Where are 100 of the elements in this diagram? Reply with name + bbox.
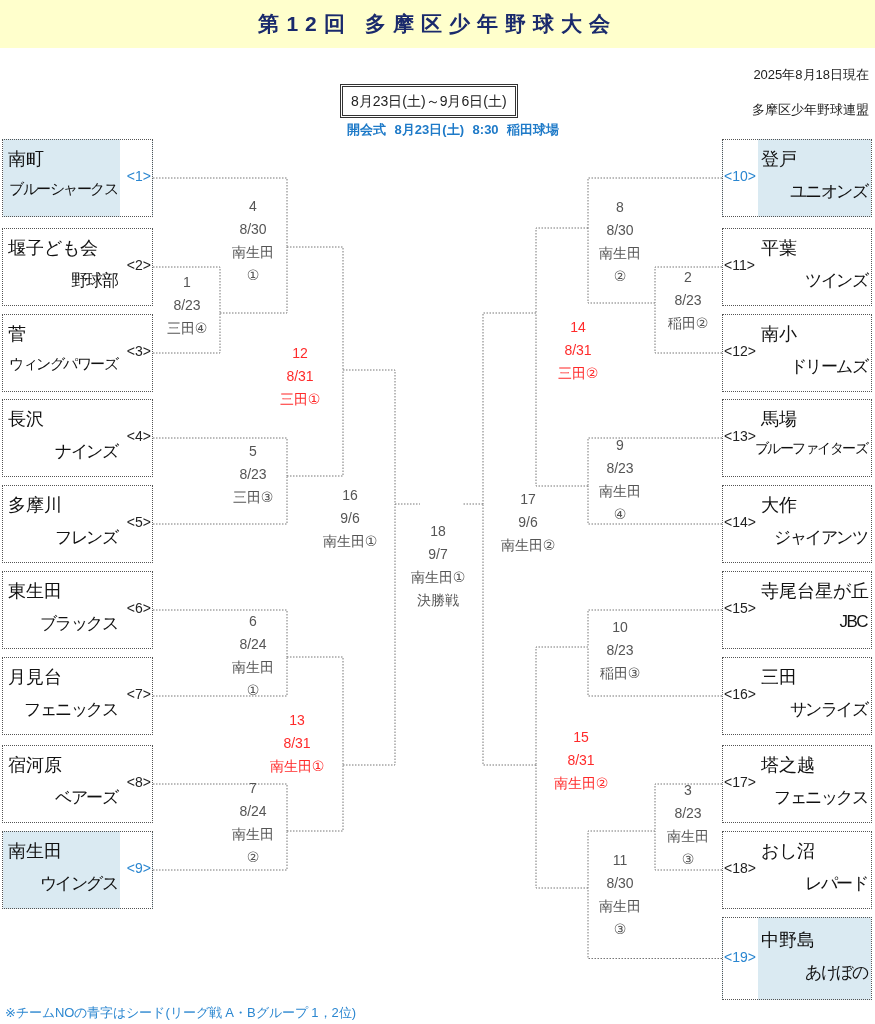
team-number: <4> (126, 428, 151, 444)
team-number: <15> (724, 600, 756, 616)
match-number: 9 (615, 436, 625, 455)
area-name: 月見台 (8, 666, 62, 689)
match-number: 17 (519, 489, 537, 509)
team-box (722, 139, 872, 217)
team-number: <1> (126, 168, 151, 184)
team-name: フェニックス (774, 787, 867, 809)
bracket-line (286, 246, 344, 371)
bracket-line (152, 475, 288, 525)
match-number: 16 (341, 485, 359, 505)
team-number: <18> (724, 860, 756, 876)
round-name: 決勝戦 (416, 591, 460, 610)
match-number: 2 (683, 267, 693, 287)
venue: 南生田② (552, 773, 610, 793)
bracket-line (535, 646, 589, 766)
team-number: <14> (724, 514, 756, 530)
team-name: ジャイアンツ (774, 527, 867, 549)
title-banner: 第12回 多摩区少年野球大会 (0, 0, 875, 48)
venue: 南生田① (409, 568, 467, 587)
match-number: 1 (182, 272, 192, 292)
area-name: 馬場 (761, 408, 797, 431)
team-box (2, 228, 153, 306)
team-name: フェニックス (24, 699, 117, 721)
match-date: 8/23 (605, 640, 635, 660)
venue: 南生田① (321, 531, 379, 551)
team-name: ツインズ (805, 270, 867, 292)
area-name: 平葉 (761, 237, 797, 260)
team-number: <13> (724, 428, 756, 444)
match-date: 8/23 (172, 295, 202, 315)
match-number: 4 (248, 197, 258, 216)
bracket-line (152, 609, 288, 658)
match-date: 8/30 (238, 220, 268, 239)
team-number: <2> (126, 257, 151, 273)
match-number: 12 (291, 343, 309, 363)
venue: 南生田④ (598, 482, 642, 524)
team-box (722, 314, 872, 392)
bracket-line (342, 369, 396, 505)
team-name: ウイングス (39, 873, 117, 895)
bracket-line (461, 503, 484, 505)
match-date: 8/23 (605, 459, 635, 478)
match-number: 6 (248, 612, 258, 631)
venue: 南生田① (231, 658, 275, 700)
bracket-line (152, 783, 288, 832)
area-name: 東生田 (8, 580, 62, 603)
match-number: 15 (572, 727, 590, 747)
match-number: 7 (248, 779, 258, 798)
team-box (722, 657, 872, 735)
team-name: サンライズ (789, 699, 867, 721)
match-number: 18 (429, 522, 447, 541)
venue: 南生田③ (598, 897, 642, 939)
team-name: フレンズ (55, 527, 117, 549)
team-box (2, 485, 153, 563)
venue: 南生田① (268, 756, 326, 776)
team-name: あけぼの (805, 961, 867, 984)
match-number: 11 (611, 851, 629, 870)
area-name: 大作 (761, 494, 797, 517)
team-box (2, 745, 153, 823)
team-number: <10> (724, 168, 756, 184)
bracket-line (152, 656, 288, 697)
match-number: 10 (611, 617, 629, 637)
team-box (2, 831, 153, 909)
team-box (722, 831, 872, 909)
match-date: 8/31 (566, 750, 596, 770)
venue: 南生田③ (666, 827, 710, 869)
team-number: <3> (126, 343, 151, 359)
opening-ceremony-note: 開会式 8月23日(土) 8:30 稲田球場 (347, 121, 560, 139)
bracket-line (587, 227, 656, 304)
bracket-line (654, 783, 723, 832)
bracket-line (152, 437, 288, 477)
team-name: ブルーシャークス (9, 180, 117, 199)
match-date: 8/23 (673, 804, 703, 823)
team-number: <17> (724, 774, 756, 790)
bracket-line (654, 302, 723, 354)
match-date: 8/23 (673, 290, 703, 310)
bracket-line (152, 312, 221, 354)
match-date: 8/31 (282, 733, 312, 753)
area-name: 中野島 (761, 928, 815, 952)
team-number: <9> (126, 860, 151, 876)
bracket-line (152, 830, 288, 871)
match-date: 8/23 (238, 464, 268, 484)
date-note: 2025年8月18日現在 (753, 66, 869, 84)
bracket-line (535, 764, 589, 889)
team-box (722, 485, 872, 563)
team-box (2, 139, 153, 217)
bracket-line (219, 246, 288, 314)
bracket-line (286, 369, 344, 477)
bracket-line (394, 503, 421, 505)
area-name: 宿河原 (8, 754, 62, 777)
team-box (722, 228, 872, 306)
team-box (2, 314, 153, 392)
team-box (2, 571, 153, 649)
venue: 南生田② (499, 535, 557, 555)
area-name: 多摩川 (8, 494, 62, 517)
team-name: ブラックス (39, 613, 117, 635)
match-date: 8/24 (238, 802, 268, 821)
bracket-line (342, 503, 396, 766)
bracket-line (482, 503, 537, 766)
bracket-line (587, 437, 723, 487)
venue: 南生田① (231, 243, 275, 285)
